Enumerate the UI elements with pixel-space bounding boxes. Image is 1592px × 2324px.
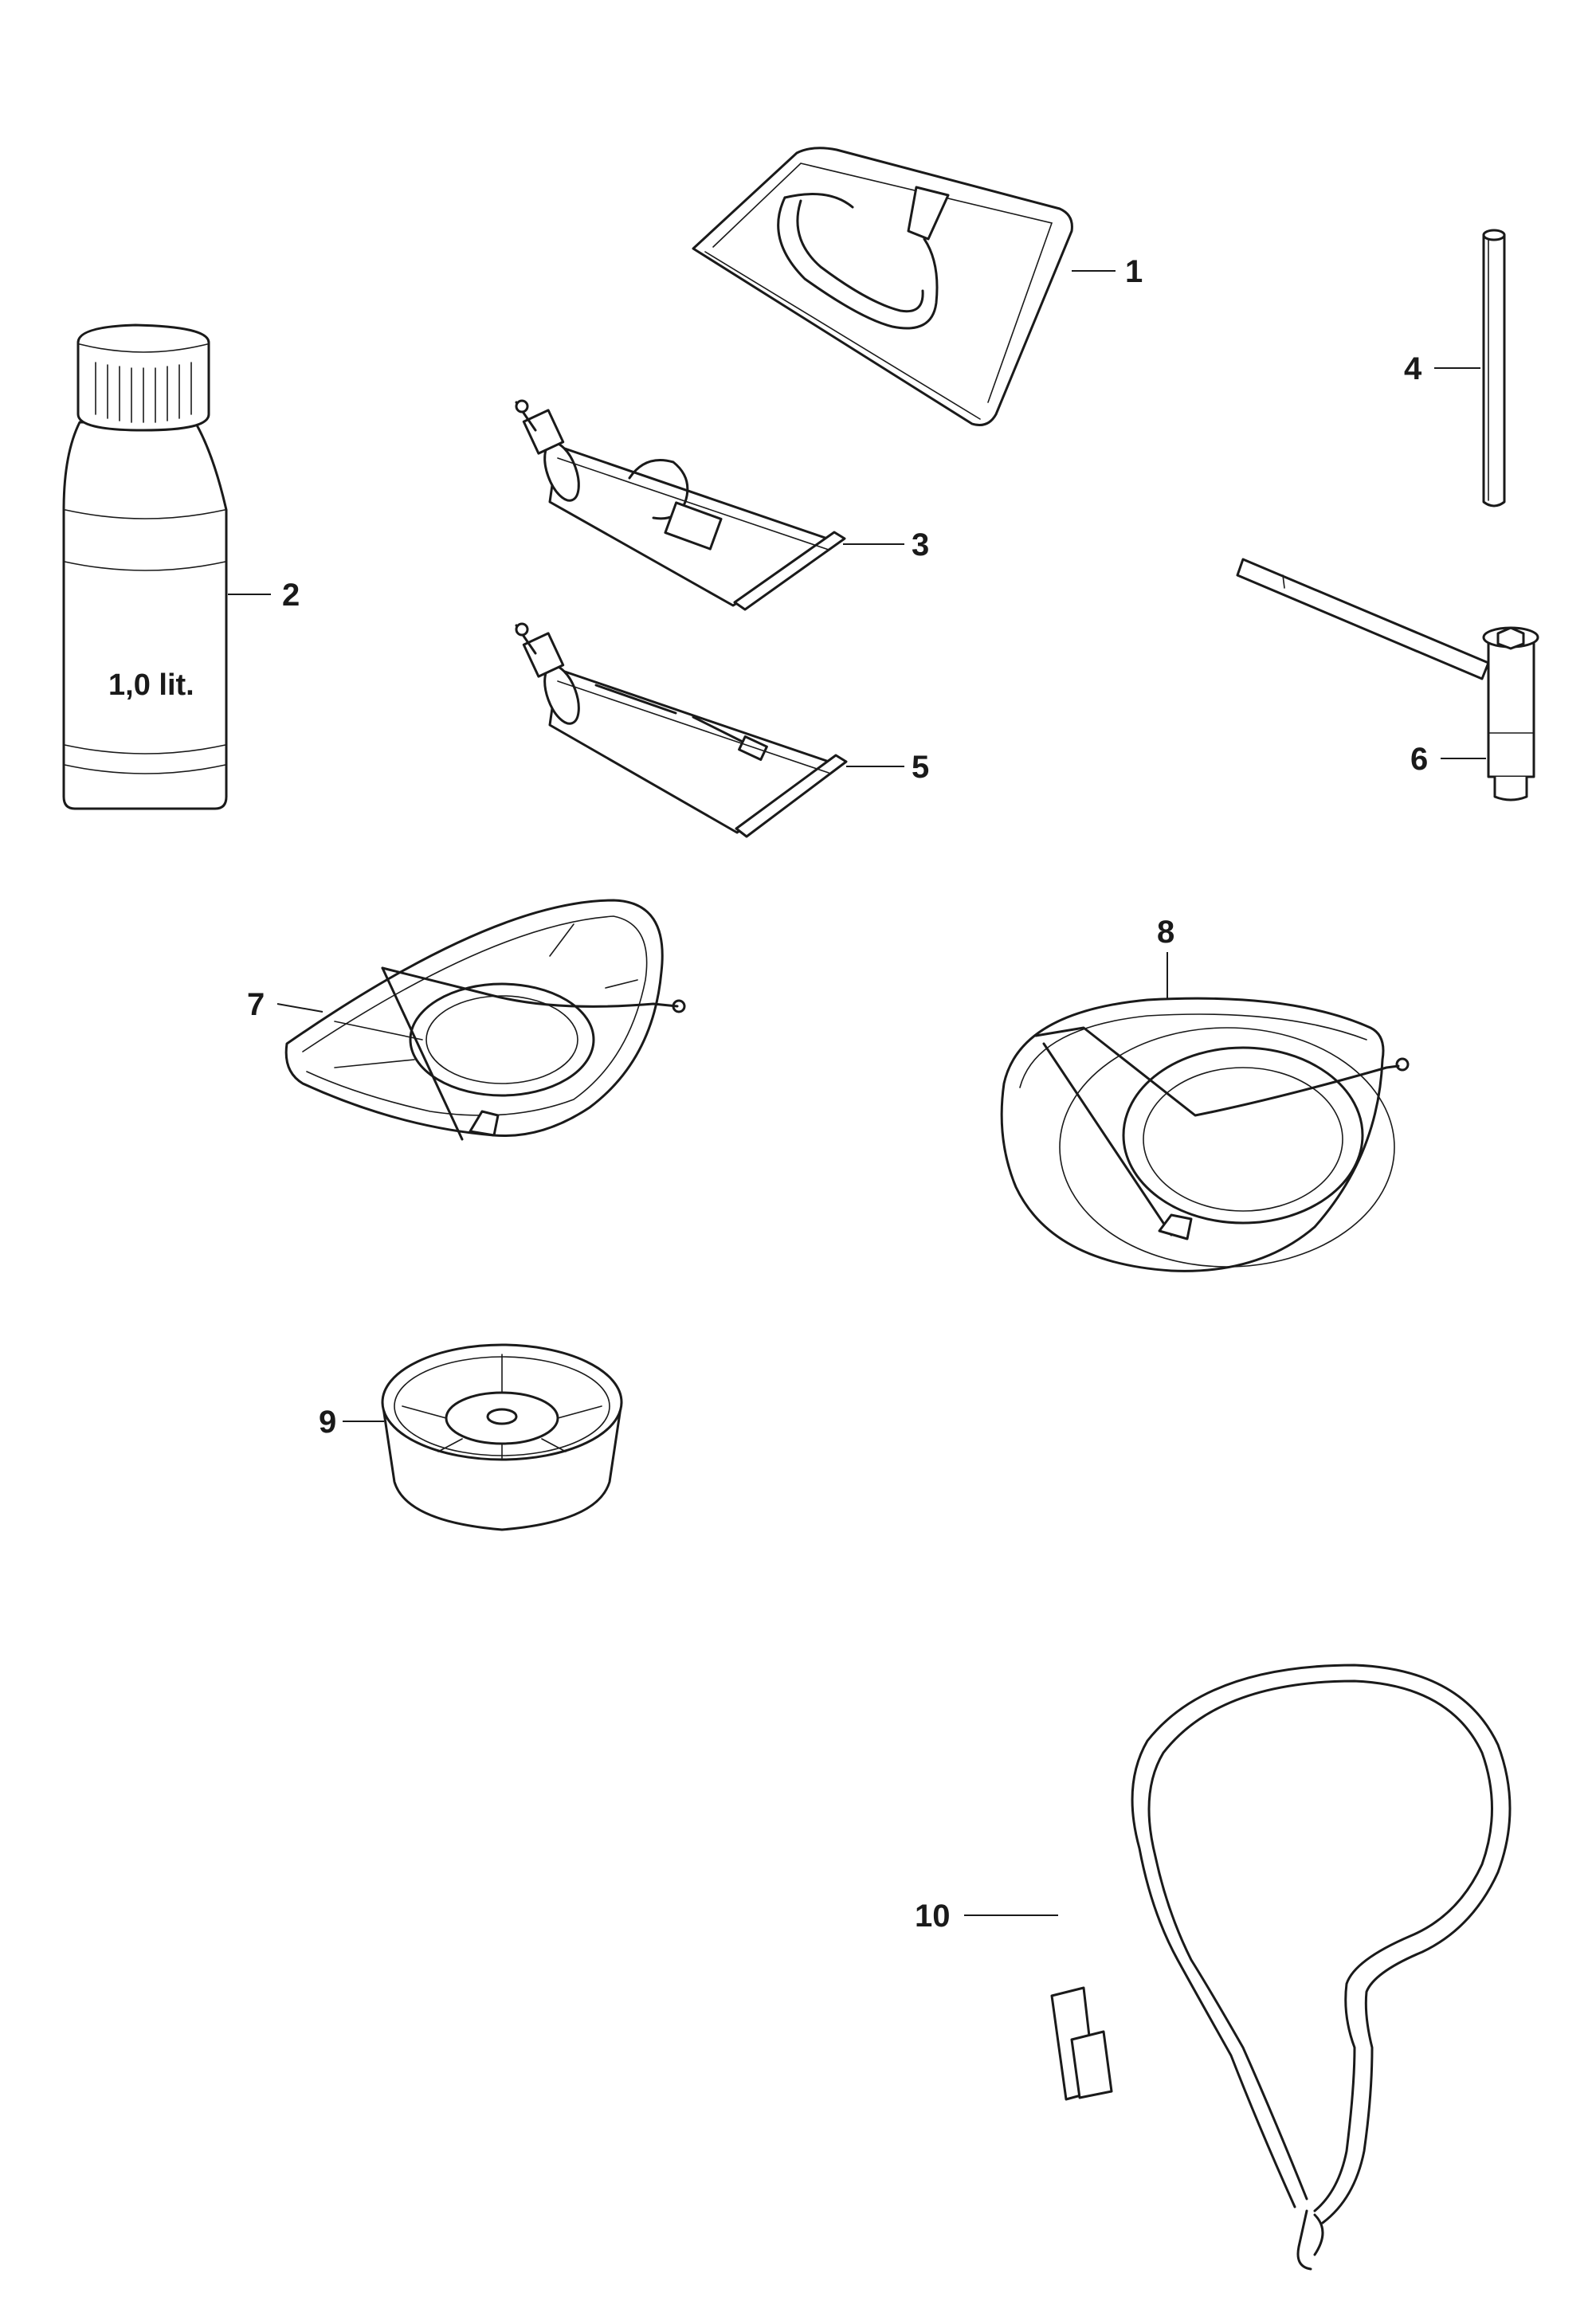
part-1-bag xyxy=(692,147,1073,426)
callout-1: 1 xyxy=(1125,254,1143,289)
part-5-grease-tube xyxy=(515,622,848,838)
callout-5: 5 xyxy=(912,750,929,785)
callout-7: 7 xyxy=(247,987,265,1022)
part-4-rod xyxy=(1482,229,1506,508)
callout-10: 10 xyxy=(915,1899,951,1934)
callout-3: 3 xyxy=(912,527,929,562)
callout-9: 9 xyxy=(319,1405,336,1440)
part-2-oil-bottle xyxy=(62,323,228,810)
callout-2: 2 xyxy=(282,578,300,613)
bottle-volume-label: 1,0 lit. xyxy=(108,668,194,702)
leader-7 xyxy=(276,1003,323,1013)
part-10-strap xyxy=(1050,1664,1512,2271)
callout-8: 8 xyxy=(1157,915,1174,950)
callout-4: 4 xyxy=(1404,351,1422,386)
part-3-grease-tube xyxy=(515,399,846,611)
part-6-combination-wrench xyxy=(1236,558,1539,801)
callout-6: 6 xyxy=(1410,742,1428,777)
part-9-round-base xyxy=(381,1343,623,1531)
part-8-round-cover xyxy=(1000,997,1410,1272)
part-7-triangular-cover xyxy=(284,899,686,1141)
